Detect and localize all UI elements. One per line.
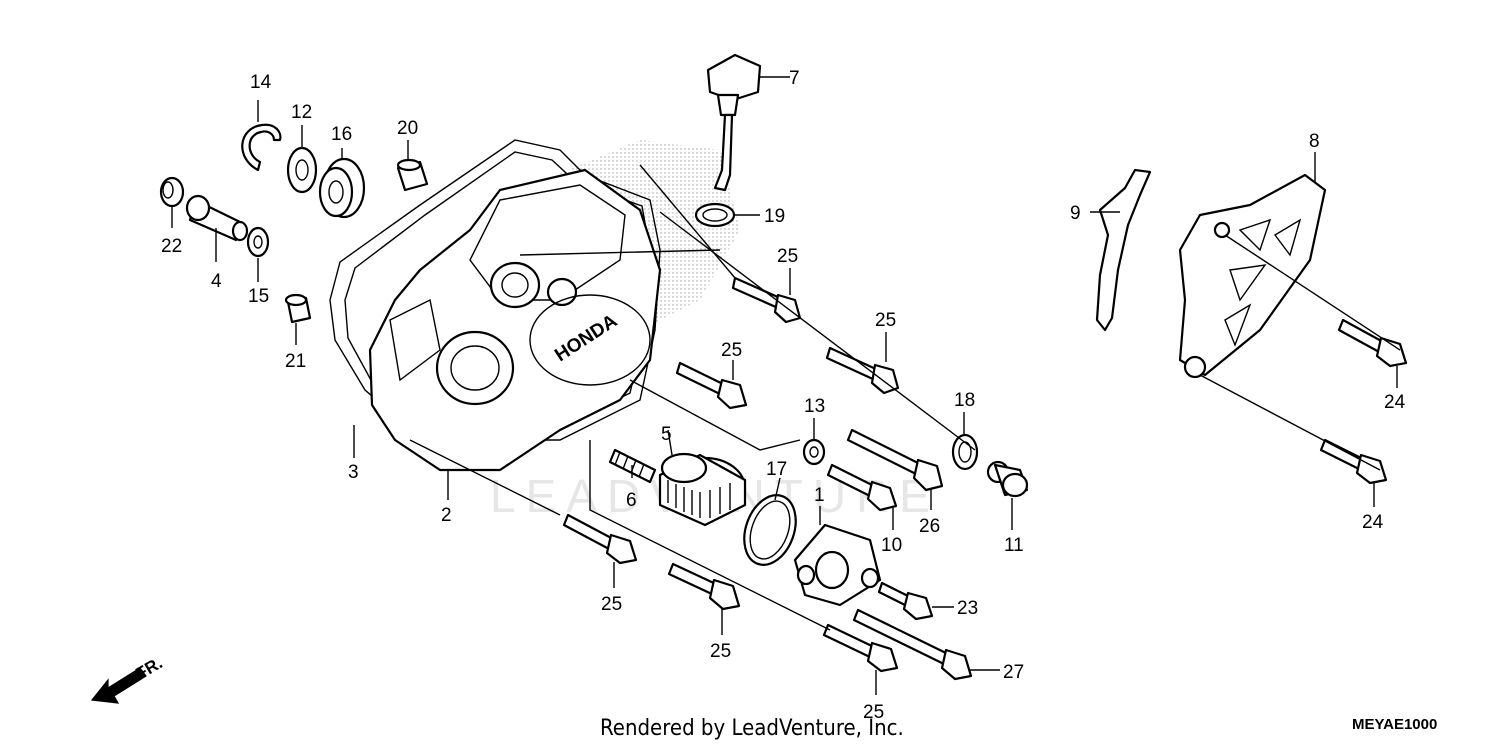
callout-19: 19 xyxy=(764,206,785,227)
leader-lines xyxy=(171,76,1401,695)
bolt-24-upper xyxy=(1337,318,1408,368)
callout-9: 9 xyxy=(1070,203,1081,224)
callout-7: 7 xyxy=(789,68,800,89)
filter-cover-1 xyxy=(793,523,882,607)
washer-13 xyxy=(802,438,826,466)
crankcase-cover xyxy=(368,168,662,472)
callout-4: 4 xyxy=(211,271,222,292)
callout-25-b: 25 xyxy=(875,310,896,331)
ring-22 xyxy=(159,176,185,208)
oil-filler-port xyxy=(489,261,541,309)
washer-15 xyxy=(246,226,270,258)
callout-18: 18 xyxy=(954,390,975,411)
gasket-plate-9 xyxy=(1095,168,1152,332)
washer-13-inner xyxy=(809,446,819,458)
bolt-23 xyxy=(877,581,934,621)
callout-2: 2 xyxy=(441,505,452,526)
callout-13: 13 xyxy=(804,396,825,417)
bolt-25-lower-mid xyxy=(667,562,741,611)
sprocket-guard-8 xyxy=(1178,173,1327,379)
bolt-25-bottom xyxy=(822,623,899,673)
callout-11: 11 xyxy=(1004,535,1024,556)
cover-ridge xyxy=(389,298,441,382)
callout-25-c: 25 xyxy=(721,340,742,361)
inspection-port xyxy=(546,277,578,307)
bolt-27 xyxy=(852,608,973,681)
callout-10: 10 xyxy=(881,535,902,556)
callout-25-a: 25 xyxy=(777,246,798,267)
callout-16: 16 xyxy=(331,124,352,145)
callout-26: 26 xyxy=(919,516,940,537)
callout-25-e: 25 xyxy=(710,641,731,662)
drain-bolt-11 xyxy=(986,460,1029,498)
shaft-4 xyxy=(185,194,249,242)
cover-boss xyxy=(469,184,626,301)
bolt-24-lower xyxy=(1319,438,1388,485)
washer-18 xyxy=(951,433,979,471)
oil-filter-5 xyxy=(658,452,747,527)
callout-24-a: 24 xyxy=(1384,392,1406,413)
o-ring-17 xyxy=(743,494,797,566)
callout-15: 15 xyxy=(248,286,269,307)
dipstick xyxy=(706,53,762,192)
circlip-14 xyxy=(241,123,282,172)
callout-27: 27 xyxy=(1003,662,1024,683)
washer-12 xyxy=(286,146,318,194)
washer-15-inner xyxy=(253,235,263,249)
callout-3: 3 xyxy=(348,462,359,483)
callout-8: 8 xyxy=(1309,131,1320,152)
dowel-21 xyxy=(284,293,312,324)
front-direction-arrow: FR. xyxy=(90,653,166,704)
cover-logo-boss xyxy=(529,294,651,386)
bolt-26 xyxy=(846,428,944,492)
callout-5: 5 xyxy=(661,424,672,445)
o-ring-17-inner xyxy=(749,500,791,560)
bolt-25-lower-left xyxy=(562,513,638,565)
bolt-25-mid-right xyxy=(825,346,900,395)
callout-25-f: 25 xyxy=(863,702,884,723)
diagram-code: MEYAE1000 xyxy=(1352,716,1438,733)
callout-17: 17 xyxy=(766,459,787,480)
o-ring-19 xyxy=(694,202,736,228)
callout-22: 22 xyxy=(161,236,182,257)
bolt-10 xyxy=(826,463,898,512)
bolt-25-mid xyxy=(675,361,748,410)
callout-14: 14 xyxy=(250,72,272,93)
bolt-25-upper xyxy=(731,276,802,324)
washer-12-inner xyxy=(295,159,309,181)
callout-6: 6 xyxy=(626,490,637,511)
callout-12: 12 xyxy=(291,102,312,123)
dowel-pin-20 xyxy=(396,158,429,192)
filter-housing xyxy=(435,330,515,406)
filter-housing-inner xyxy=(450,345,500,391)
callout-21: 21 xyxy=(285,351,306,372)
bearing-16 xyxy=(318,157,366,219)
o-ring-19-inner xyxy=(702,208,728,222)
oil-filler-port-inner xyxy=(501,272,529,298)
callout-20: 20 xyxy=(397,118,418,139)
callout-23: 23 xyxy=(957,598,978,619)
callout-1: 1 xyxy=(814,485,825,506)
callout-25-d: 25 xyxy=(601,594,622,615)
footer-attribution: Rendered by LeadVenture, Inc. xyxy=(600,716,904,741)
callout-24-b: 24 xyxy=(1362,512,1384,533)
